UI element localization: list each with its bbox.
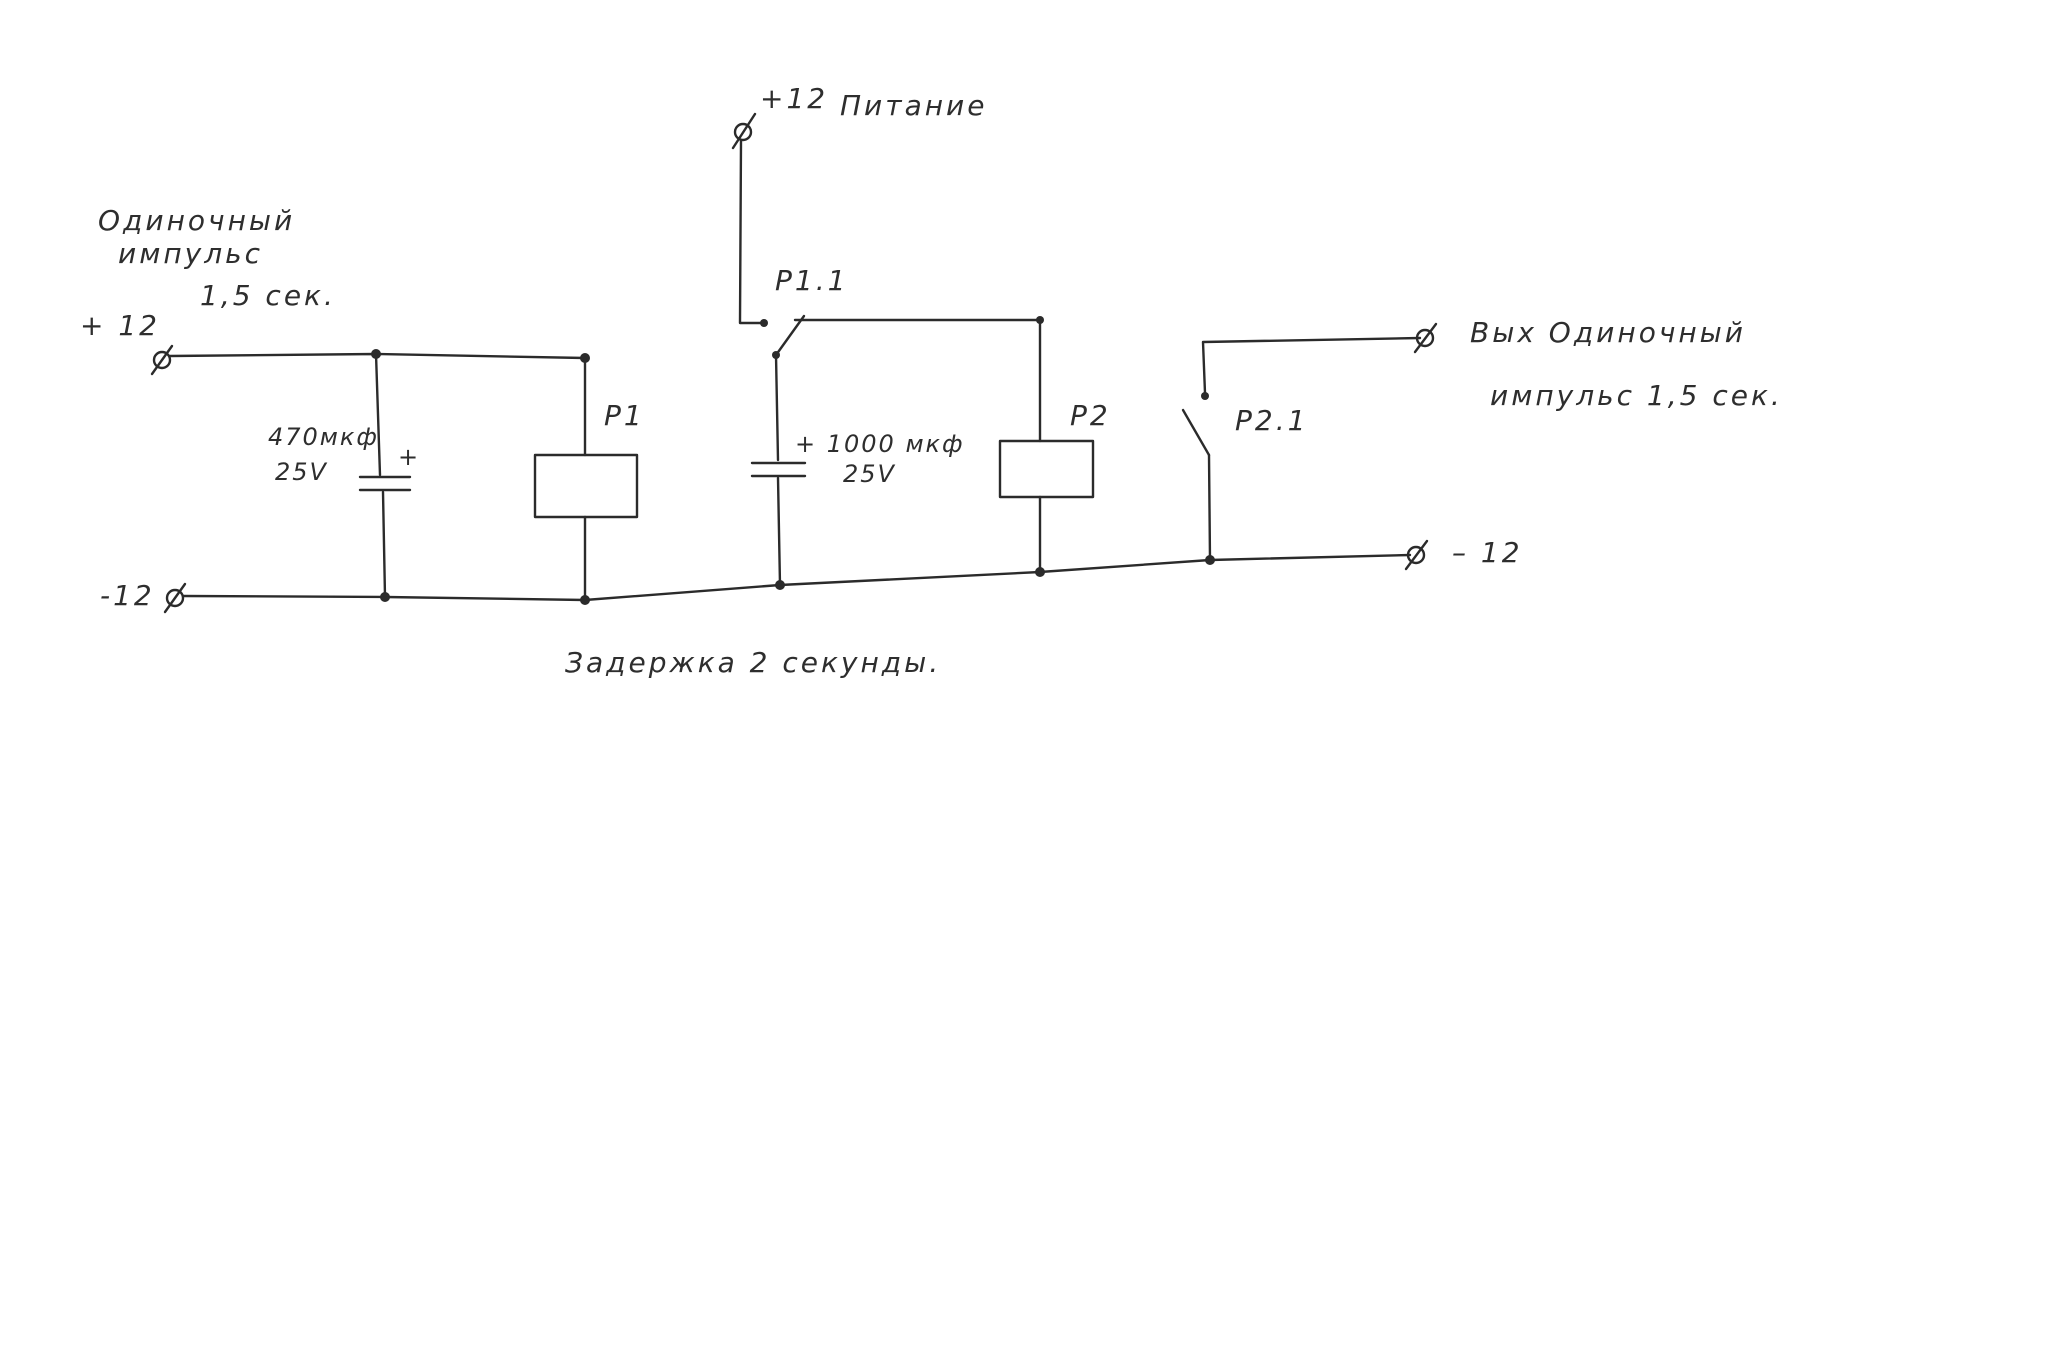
relay-coil-p2 bbox=[998, 318, 1095, 574]
output-line2: импульс 1,5 сек. bbox=[1490, 379, 1783, 412]
relay1-label: P1 bbox=[604, 399, 645, 432]
power-plus-terminal bbox=[731, 112, 757, 150]
output-plus-terminal bbox=[1413, 322, 1438, 354]
caption-delay: Задержка 2 секунды. bbox=[565, 646, 941, 679]
input-plus-terminal bbox=[150, 344, 174, 376]
output-wire bbox=[1201, 336, 1422, 395]
relay2-label: P2 bbox=[1070, 399, 1111, 432]
input-minus-label: -12 bbox=[100, 579, 155, 612]
cap1-polarity: + bbox=[398, 443, 420, 471]
contact-point bbox=[1201, 392, 1209, 400]
cap1-voltage: 25V bbox=[275, 458, 328, 486]
relay1-contact-label: P1.1 bbox=[775, 264, 848, 297]
cap2-value: + 1000 мкф bbox=[795, 430, 965, 458]
output-minus-terminal bbox=[1404, 539, 1429, 571]
negative-rail-wire bbox=[181, 553, 1412, 602]
power-wire bbox=[738, 138, 766, 325]
output-line1: Вых Одиночный bbox=[1470, 316, 1746, 349]
contact-point bbox=[760, 319, 768, 327]
output-minus-label: – 12 bbox=[1452, 536, 1523, 569]
power-label: Питание bbox=[840, 89, 987, 122]
input-minus-terminal bbox=[163, 582, 187, 614]
input-note-line2: импульс bbox=[118, 237, 263, 270]
relay-contact-p2-1 bbox=[1181, 408, 1212, 562]
relay2-contact-label: P2.1 bbox=[1235, 404, 1308, 437]
capacitor-470uf bbox=[358, 352, 412, 599]
cap1-value: 470мкф bbox=[268, 423, 379, 451]
input-plus-label: + 12 bbox=[80, 309, 160, 342]
capacitor-1000uf bbox=[750, 353, 807, 587]
relay-contact-p1-1 bbox=[772, 314, 806, 359]
input-note-line3: 1,5 сек. bbox=[200, 279, 336, 312]
relay-coil-p1 bbox=[533, 356, 639, 602]
cap2-voltage: 25V bbox=[843, 460, 896, 488]
input-note-line1: Одиночный bbox=[98, 204, 295, 237]
power-plus-label: +12 bbox=[760, 82, 828, 115]
